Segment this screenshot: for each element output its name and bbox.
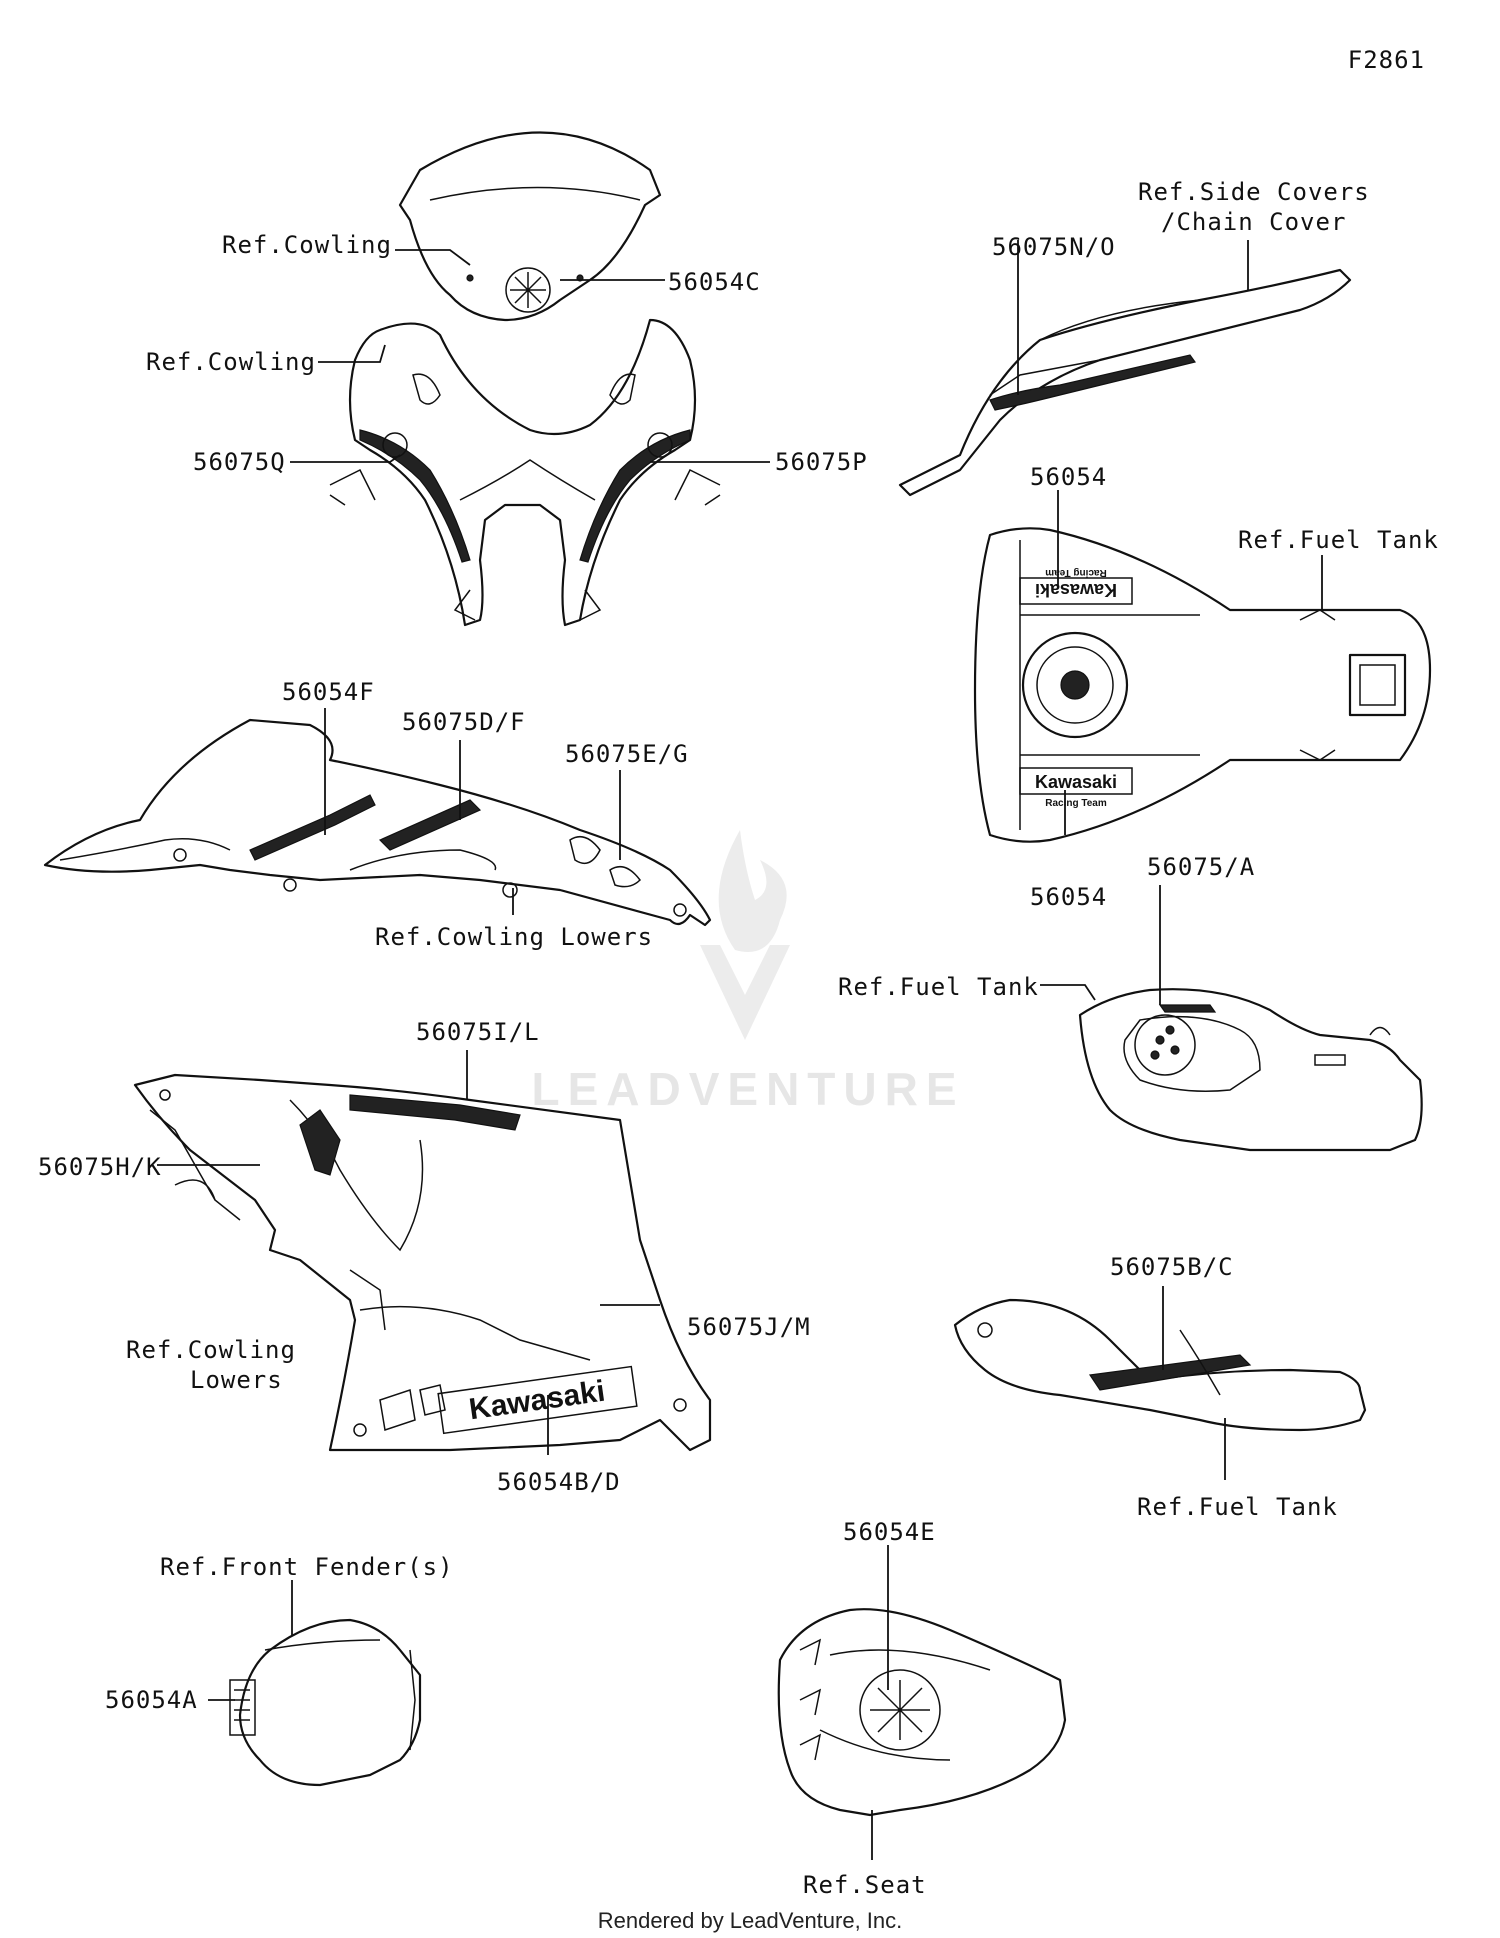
side-cowling-drawing — [43, 718, 712, 927]
label-ref-fuel-tank-side: Ref.Fuel Tank — [838, 973, 1039, 1001]
seat-snowflake-decal-icon — [859, 1669, 941, 1751]
label-56054E: 56054E — [843, 1518, 936, 1546]
label-ref-front-fender: Ref.Front Fender(s) — [160, 1553, 454, 1581]
footer-credit: Rendered by LeadVenture, Inc. — [598, 1908, 903, 1933]
label-56075BC: 56075B/C — [1110, 1253, 1234, 1281]
label-56054-top: 56054 — [1030, 463, 1107, 491]
label-56054F: 56054F — [282, 678, 375, 706]
figure-code: F2861 — [1348, 46, 1425, 74]
label-56075JM: 56075J/M — [687, 1313, 811, 1341]
snowflake-decal-icon — [505, 267, 551, 313]
label-56075IL: 56075I/L — [416, 1018, 540, 1046]
label-ref-cowling-lowers-2b: Lowers — [190, 1366, 283, 1394]
callout-labels: Ref.Cowling 56054C Ref.Cowling 56075Q 56… — [38, 178, 1439, 1899]
label-chain-cover: /Chain Cover — [1161, 208, 1346, 236]
side-cover-drawing — [898, 268, 1352, 497]
tank-side-cover-drawing — [953, 1298, 1367, 1432]
label-ref-fuel-tank-top: Ref.Fuel Tank — [1238, 526, 1439, 554]
upper-cowling-drawing — [329, 318, 721, 627]
lower-cowl-kawasaki-decal: Kawasaki — [467, 1375, 607, 1427]
label-56075HK: 56075H/K — [38, 1153, 162, 1181]
label-ref-seat: Ref.Seat — [803, 1871, 927, 1899]
seat-drawing — [777, 1608, 1067, 1817]
fuel-tank-top-drawing: Kawasaki Racing Team Kawasaki Racing Tea… — [973, 527, 1432, 843]
label-56054-bottom: 56054 — [1030, 883, 1107, 911]
label-ref-cowling-upper: Ref.Cowling — [146, 348, 316, 376]
label-56054A: 56054A — [105, 1686, 198, 1714]
label-56054C: 56054C — [668, 268, 761, 296]
label-56075A: 56075/A — [1147, 853, 1255, 881]
label-56075NO: 56075N/O — [992, 233, 1116, 261]
label-ref-fuel-tank-cover: Ref.Fuel Tank — [1137, 1493, 1338, 1521]
label-ref-cowling-lowers-2a: Ref.Cowling — [126, 1336, 296, 1364]
label-56054BD: 56054B/D — [497, 1468, 621, 1496]
watermark-text: LEADVENTURE — [531, 1063, 964, 1115]
label-56075Q: 56075Q — [193, 448, 286, 476]
tank-team-decal-upper: Racing Team — [1045, 567, 1107, 578]
tank-kawasaki-decal-upper: Kawasaki — [1035, 580, 1117, 600]
label-56075DF: 56075D/F — [402, 708, 526, 736]
fuel-tank-side-drawing — [1078, 988, 1423, 1152]
windscreen-drawing — [398, 131, 662, 322]
label-ref-cowling-windscreen: Ref.Cowling — [222, 231, 392, 259]
leader-lines — [157, 240, 1323, 1860]
leadventure-watermark: LEADVENTURE — [531, 830, 964, 1115]
front-fender-drawing — [229, 1618, 422, 1787]
label-ref-cowling-lowers: Ref.Cowling Lowers — [375, 923, 653, 951]
label-ref-side-covers: Ref.Side Covers — [1138, 178, 1370, 206]
label-56075EG: 56075E/G — [565, 740, 689, 768]
label-56075P: 56075P — [775, 448, 868, 476]
tank-kawasaki-decal-lower: Kawasaki — [1035, 772, 1117, 792]
tank-team-decal-lower: Racing Team — [1045, 798, 1107, 809]
